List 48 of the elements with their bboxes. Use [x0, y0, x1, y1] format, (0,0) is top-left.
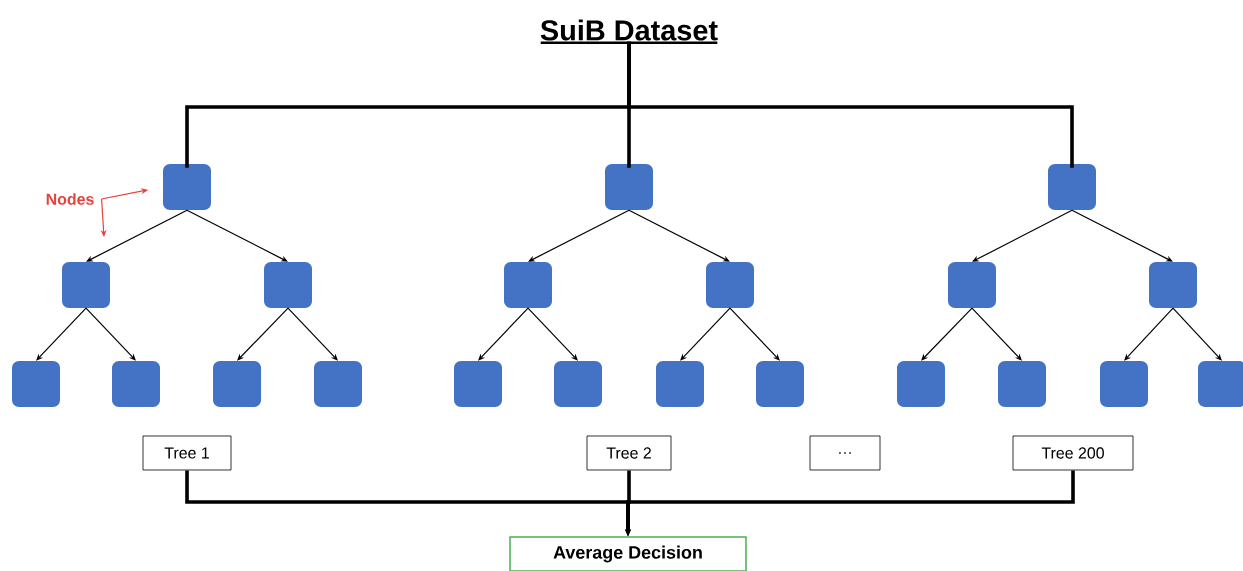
connector-line [627, 41, 1074, 168]
tree-label-box: Tree 2 [586, 435, 672, 471]
arrow [729, 307, 780, 361]
tree-node-box [112, 361, 160, 407]
underlined-title: SuiB Dataset [540, 19, 718, 45]
tree-node-box [264, 262, 312, 308]
tree-node-box [163, 164, 211, 210]
result-box: Average Decision [509, 536, 747, 571]
tree-label-box: Tree 200 [1012, 435, 1134, 471]
arrow [528, 209, 630, 262]
tree-node-box [1048, 164, 1096, 210]
tree-node-box [1198, 361, 1243, 407]
tree-node-box [454, 361, 502, 407]
tree-node-box [706, 262, 754, 308]
arrow [85, 307, 136, 361]
tree-label-box: … [809, 435, 881, 471]
arrow [680, 307, 731, 361]
tree-node-box [314, 361, 362, 407]
arrow [971, 307, 1022, 361]
arrow [628, 209, 730, 262]
arrow [1124, 307, 1174, 361]
annotation-text: Nodes [46, 193, 94, 205]
tree-node-box [504, 262, 552, 308]
arrow [287, 307, 338, 361]
arrow [36, 307, 87, 361]
tree-node-box [1100, 361, 1148, 407]
arrow [921, 307, 973, 361]
leader-line [100, 198, 107, 237]
tree-node-box [554, 361, 602, 407]
tree-node-box [1149, 262, 1197, 308]
arrow [527, 307, 578, 361]
tree-node-box [948, 262, 996, 308]
arrow [1172, 307, 1222, 361]
arrow [478, 307, 529, 361]
arrow [86, 209, 188, 262]
tree-node-box [656, 361, 704, 407]
tree-node-box [213, 361, 261, 407]
arrow [237, 307, 289, 361]
tree-node-box [605, 164, 653, 210]
tree-label-box: Tree 1 [142, 435, 232, 471]
tree-node-box [998, 361, 1046, 407]
arrow [186, 209, 288, 262]
tree-node-box [12, 361, 60, 407]
tree-node-box [756, 361, 804, 407]
arrow [972, 209, 1073, 262]
tree-node-box [897, 361, 945, 407]
tree-node-box [62, 262, 110, 308]
arrow [1071, 209, 1173, 262]
